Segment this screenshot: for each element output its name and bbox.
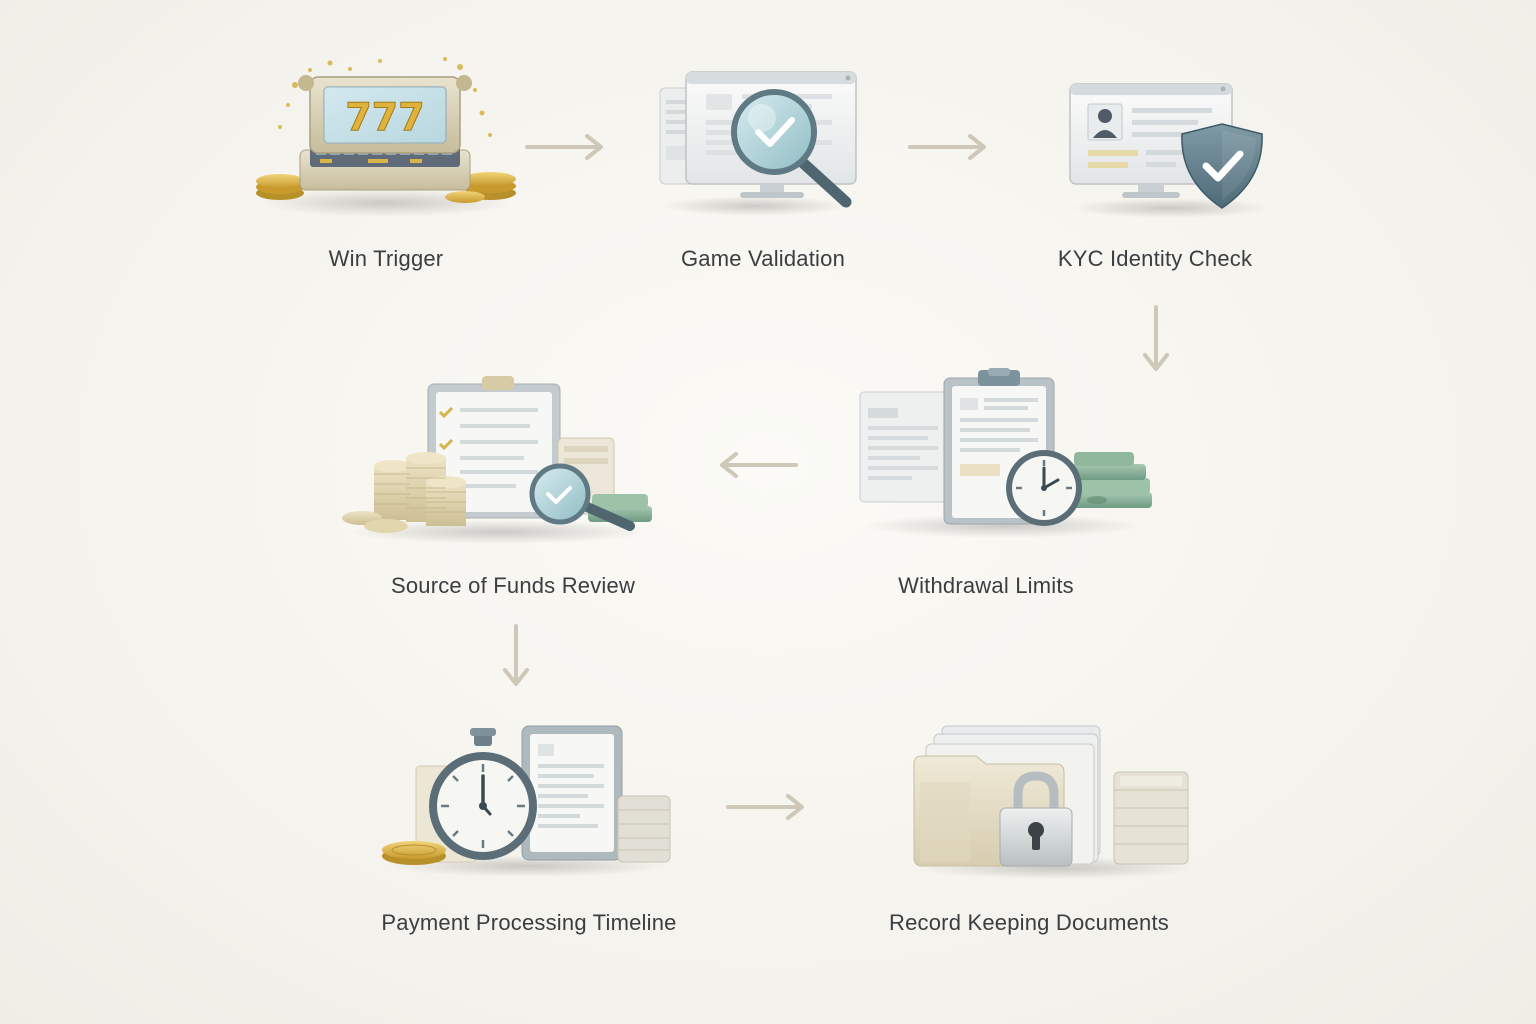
folders-lock-icon — [906, 720, 1206, 880]
step-label: KYC Identity Check — [1057, 246, 1253, 271]
arrow-right — [908, 132, 990, 162]
stopwatch-tablet-icon — [378, 720, 678, 880]
arrow-left — [716, 450, 798, 480]
coins-clipboard-icon — [340, 374, 660, 544]
arrow-down — [501, 624, 531, 690]
step-label: Win Trigger — [328, 246, 444, 271]
step-label: Payment Processing Timeline — [381, 910, 677, 935]
slot-machine-icon: 777 — [250, 55, 520, 217]
magnifier-screen-icon — [650, 66, 870, 216]
id-shield-icon — [1060, 80, 1280, 220]
step-label: Withdrawal Limits — [898, 573, 1074, 598]
clipboard-clock-icon — [852, 368, 1162, 538]
arrow-right — [726, 792, 808, 822]
step-label: Game Validation — [680, 246, 846, 271]
step-label: Record Keeping Documents — [889, 910, 1169, 935]
svg-text:777: 777 — [345, 95, 424, 139]
arrow-down — [1141, 305, 1171, 375]
arrow-right — [525, 132, 607, 162]
step-label: Source of Funds Review — [390, 573, 636, 598]
